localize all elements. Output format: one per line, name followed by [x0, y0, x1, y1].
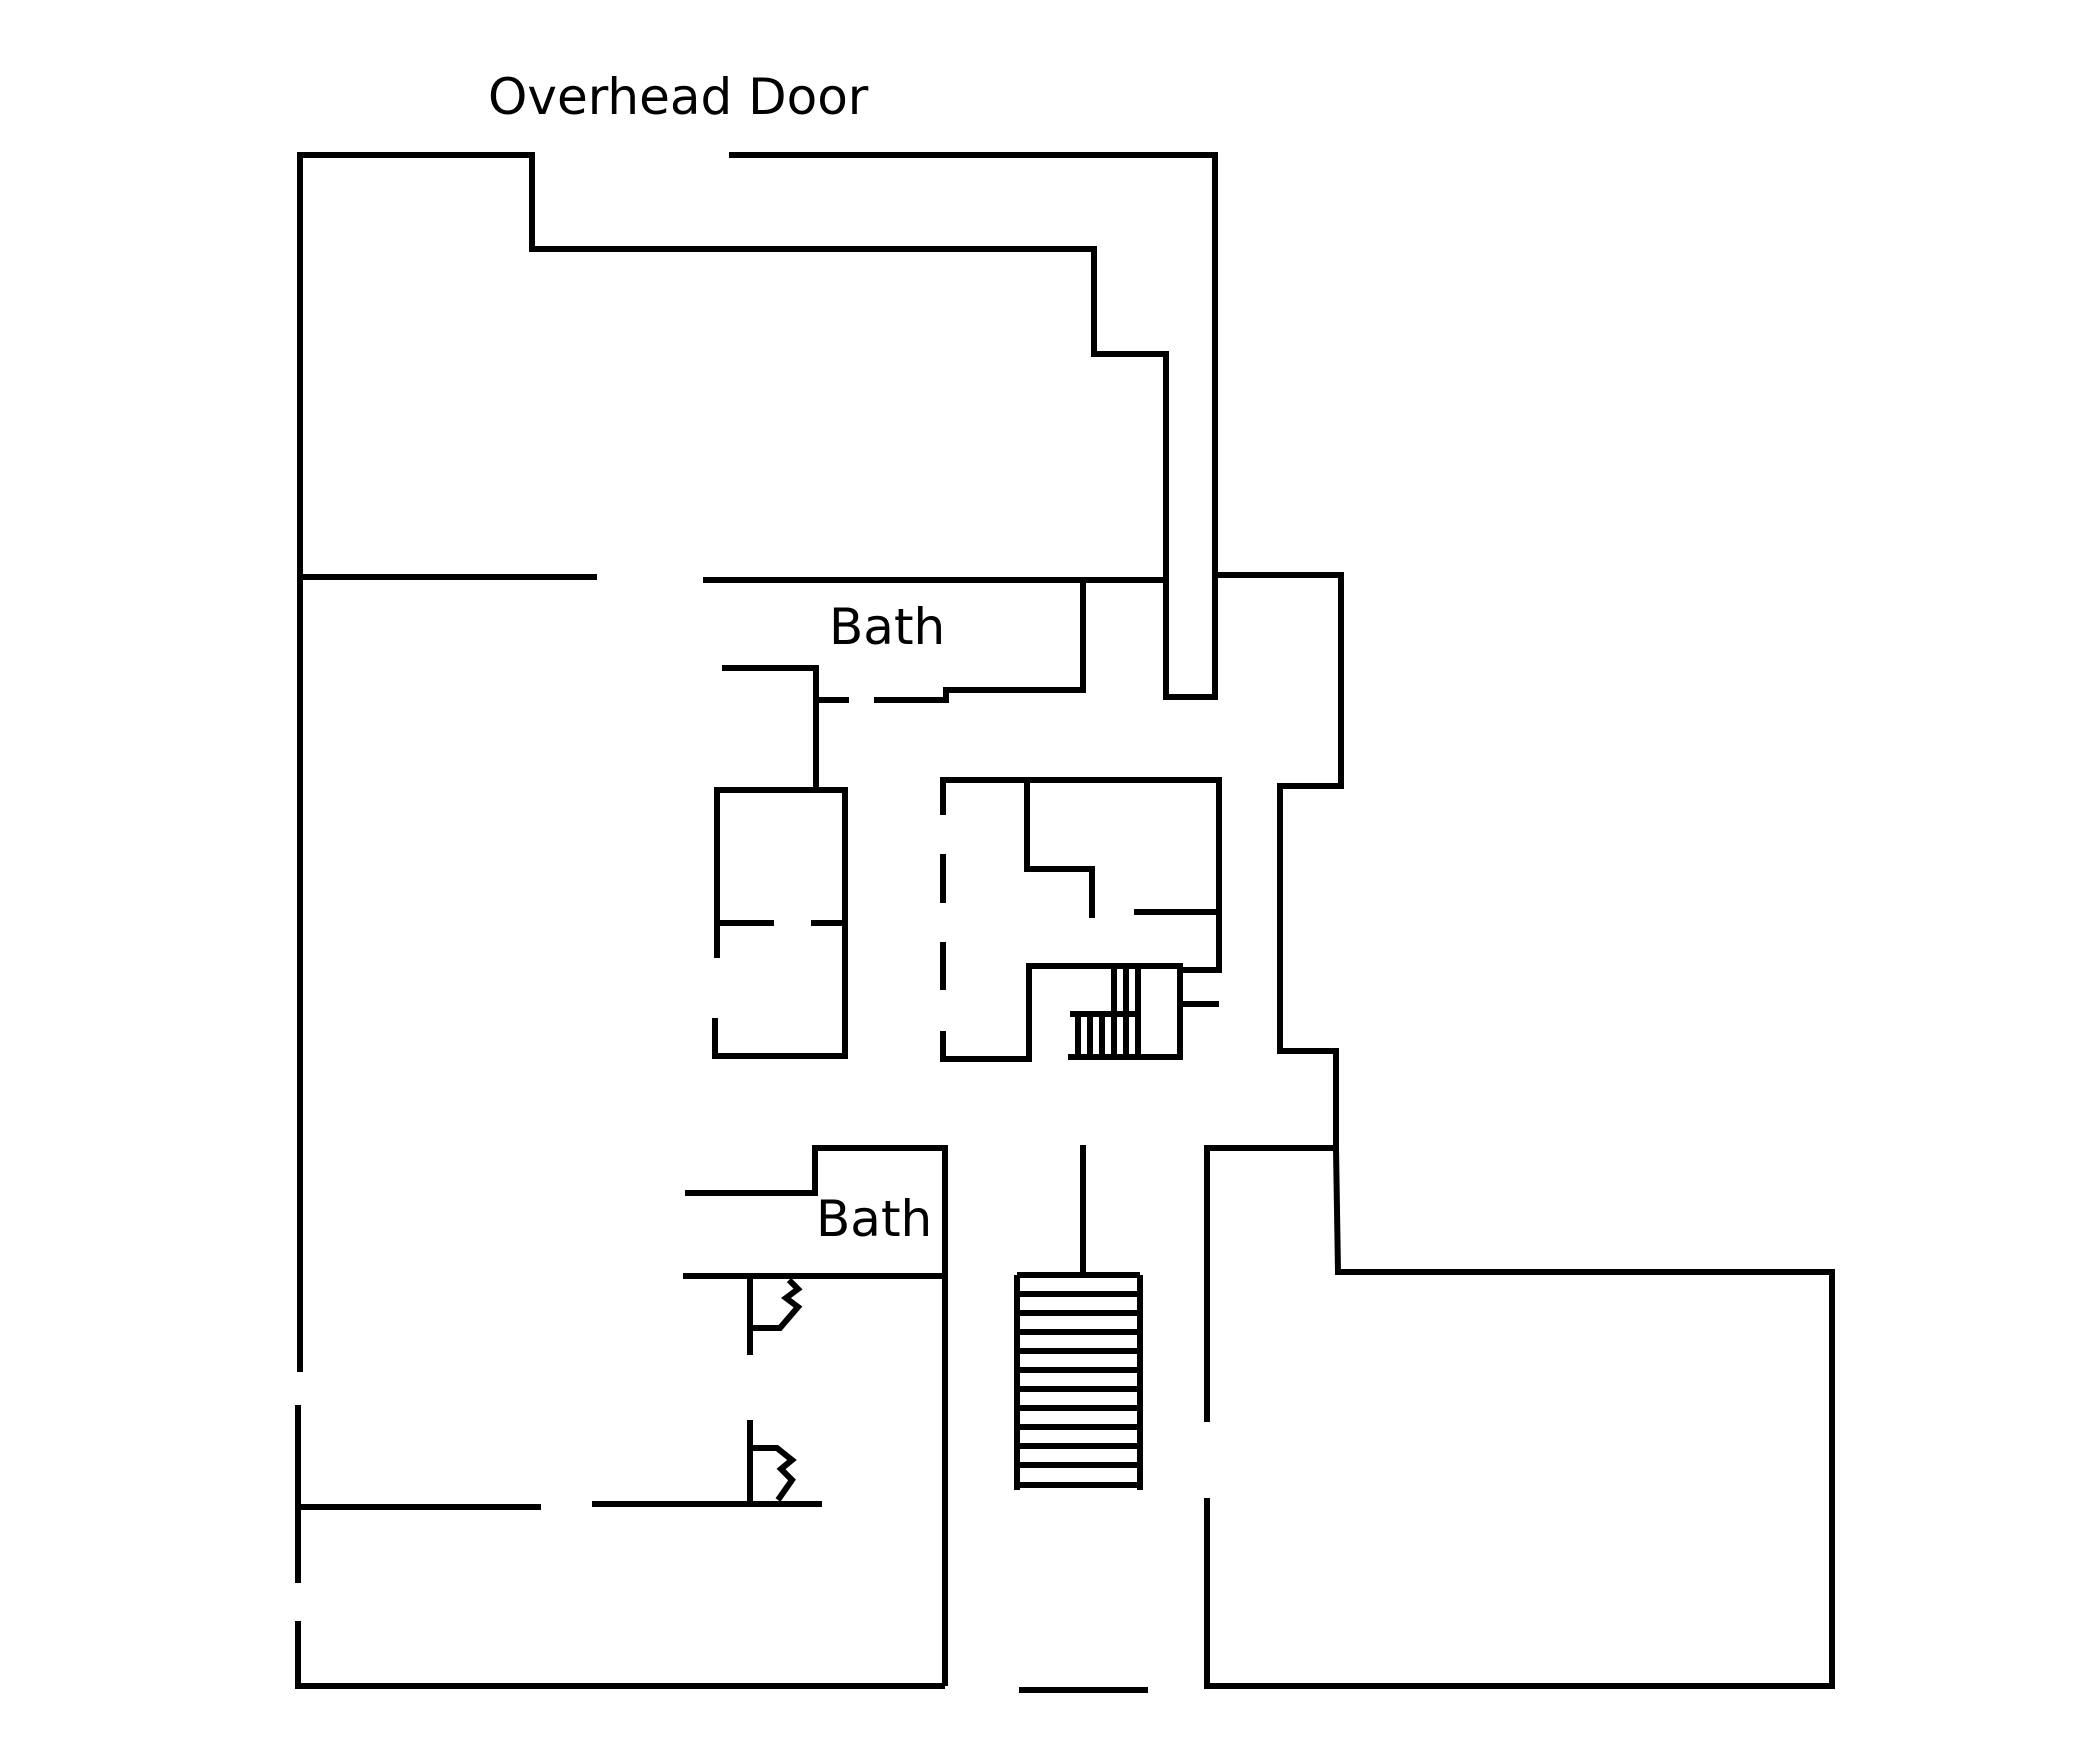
- garage-walls: [297, 152, 1218, 1372]
- closet-walls: [712, 787, 848, 1059]
- central-rooms-walls: [940, 777, 1222, 1062]
- main-stair: [1014, 1145, 1143, 1490]
- lower-right-room-walls: [1204, 1145, 1835, 1689]
- lower-left-room-walls: [295, 1405, 945, 1689]
- label-overhead-door: Overhead Door: [488, 68, 869, 126]
- label-bath-upper: Bath: [829, 598, 945, 656]
- toilet-fixtures: [747, 1276, 803, 1502]
- label-bath-lower: Bath: [816, 1190, 932, 1248]
- small-stair-treads: [1070, 969, 1141, 1057]
- lower-bath-walls: [683, 1145, 948, 1686]
- upper-bath-walls: [722, 580, 1086, 790]
- right-upper-walls: [1215, 572, 1344, 1148]
